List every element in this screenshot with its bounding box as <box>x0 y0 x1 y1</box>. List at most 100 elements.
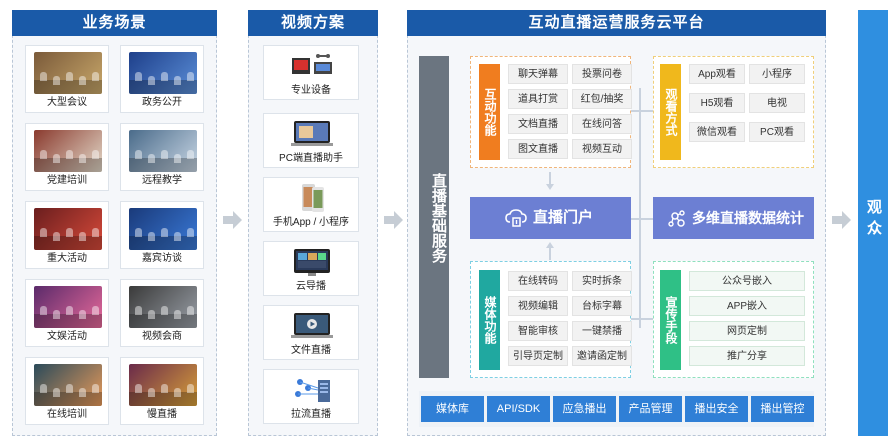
thumbnail-shade <box>34 236 102 250</box>
thumbnail-figure <box>66 228 73 237</box>
thumbnail-figure <box>92 384 99 393</box>
thumbnail-figure <box>79 388 86 397</box>
promotion-method[interactable]: 推广分享 <box>689 346 805 366</box>
base-service-label: 直播基础服务 <box>430 173 447 263</box>
bottom-row-bg <box>419 391 814 427</box>
interactive-feature[interactable]: 在线问答 <box>572 114 632 134</box>
thumbnail-shade <box>129 314 197 328</box>
interactive-feature[interactable]: 投票问卷 <box>572 64 632 84</box>
scenario-card[interactable]: 政务公开 <box>120 45 204 113</box>
thumbnail-figure <box>53 232 60 241</box>
thumbnail-shade <box>34 314 102 328</box>
thumbnail-figure <box>148 154 155 163</box>
platform-service-button[interactable]: 播出安全 <box>685 396 748 422</box>
scenario-card[interactable]: 大型会议 <box>25 45 109 113</box>
base-service-bar <box>419 56 449 378</box>
media-feature[interactable]: 在线转码 <box>508 271 568 291</box>
viewing-option[interactable]: H5观看 <box>689 93 745 113</box>
interactive-feature[interactable]: 聊天弹幕 <box>508 64 568 84</box>
media-feature[interactable]: 引导页定制 <box>508 346 568 366</box>
arrow-video-to-platform <box>384 211 404 229</box>
thumbnail-figure <box>66 306 73 315</box>
viewing-option[interactable]: 小程序 <box>749 64 805 84</box>
video-solution-label: 专业设备 <box>291 85 331 96</box>
viewing-option[interactable]: 电视 <box>749 93 805 113</box>
thumbnail-shade <box>129 392 197 406</box>
scenario-card[interactable]: 嘉宾访谈 <box>120 201 204 269</box>
platform-service-button[interactable]: 播出管控 <box>751 396 814 422</box>
scenario-card[interactable]: 文娱活动 <box>25 279 109 347</box>
promotion-title: 宣传手段 <box>664 296 678 344</box>
connector-vertical <box>639 88 641 328</box>
scenario-thumbnail <box>129 286 197 328</box>
scenario-label: 党建培训 <box>47 175 87 186</box>
media-feature[interactable]: 一键禁播 <box>572 321 632 341</box>
platform-service-button[interactable]: 产品管理 <box>619 396 682 422</box>
promotion-method[interactable]: APP嵌入 <box>689 296 805 316</box>
thumbnail-figure <box>174 232 181 241</box>
viewing-option[interactable]: 微信观看 <box>689 122 745 142</box>
scenario-card[interactable]: 在线培训 <box>25 357 109 425</box>
thumbnail-figure <box>161 150 168 159</box>
scenario-label: 政务公开 <box>142 97 182 108</box>
arrowhead-media <box>546 242 554 248</box>
thumbnail-figure <box>174 388 181 397</box>
video-solution-card[interactable]: 文件直播 <box>263 305 359 360</box>
connector-top <box>631 110 639 112</box>
media-feature[interactable]: 邀请函定制 <box>572 346 632 366</box>
promotion-method[interactable]: 公众号嵌入 <box>689 271 805 291</box>
interactive-feature[interactable]: 图文直播 <box>508 139 568 159</box>
promotion-method[interactable]: 网页定制 <box>689 321 805 341</box>
scenario-thumbnail <box>34 286 102 328</box>
thumbnail-figure <box>40 306 47 315</box>
video-solution-card[interactable]: 专业设备 <box>263 45 359 100</box>
platform-service-button[interactable]: API/SDK <box>487 396 550 422</box>
viewing-option[interactable]: PC观看 <box>749 122 805 142</box>
thumbnail-figure <box>174 76 181 85</box>
scenario-label: 视频会商 <box>142 331 182 342</box>
video-solution-label: 云导播 <box>296 281 326 292</box>
thumbnail-figure <box>148 310 155 319</box>
thumbnail-figure <box>53 388 60 397</box>
media-feature[interactable]: 台标字幕 <box>572 296 632 316</box>
scenario-label: 重大活动 <box>47 253 87 264</box>
scenario-card[interactable]: 重大活动 <box>25 201 109 269</box>
media-feature[interactable]: 视频编辑 <box>508 296 568 316</box>
thumbnail-figure <box>174 310 181 319</box>
video-solution-card[interactable]: PC端直播助手 <box>263 113 359 168</box>
thumbnail-shade <box>34 80 102 94</box>
thumbnail-figure <box>92 306 99 315</box>
platform-service-button[interactable]: 媒体库 <box>421 396 484 422</box>
thumbnail-figure <box>66 72 73 81</box>
arrow-platform-to-audience <box>832 211 852 229</box>
scenario-card[interactable]: 远程教学 <box>120 123 204 191</box>
portal-box[interactable] <box>470 197 631 239</box>
interactive-feature[interactable]: 文档直播 <box>508 114 568 134</box>
arrowhead-interactive <box>546 184 554 190</box>
platform-service-button[interactable]: 应急播出 <box>553 396 616 422</box>
video-solution-card[interactable]: 拉流直播 <box>263 369 359 424</box>
stats-icon <box>666 207 688 229</box>
thumbnail-figure <box>187 150 194 159</box>
viewing-option[interactable]: App观看 <box>689 64 745 84</box>
video-solution-card[interactable]: 手机App / 小程序 <box>263 177 359 232</box>
scenario-thumbnail <box>34 52 102 94</box>
portal-icon <box>505 207 527 229</box>
thumbnail-figure <box>66 384 73 393</box>
media-feature[interactable]: 智能审核 <box>508 321 568 341</box>
scenario-card[interactable]: 党建培训 <box>25 123 109 191</box>
thumbnail-figure <box>161 228 168 237</box>
interactive-feature[interactable]: 红包/抽奖 <box>572 89 632 109</box>
scenario-label: 远程教学 <box>142 175 182 186</box>
media-feature[interactable]: 实时拆条 <box>572 271 632 291</box>
stats-box[interactable] <box>653 197 814 239</box>
arrow-scenarios-to-video <box>223 211 243 229</box>
scenario-card[interactable]: 视频会商 <box>120 279 204 347</box>
scenario-card[interactable]: 慢直播 <box>120 357 204 425</box>
interactive-feature[interactable]: 视频互动 <box>572 139 632 159</box>
thumbnail-figure <box>79 232 86 241</box>
arrow-interactive-to-portal <box>549 172 551 186</box>
video-solution-card[interactable]: 云导播 <box>263 241 359 296</box>
thumbnail-figure <box>148 388 155 397</box>
interactive-feature[interactable]: 道具打赏 <box>508 89 568 109</box>
